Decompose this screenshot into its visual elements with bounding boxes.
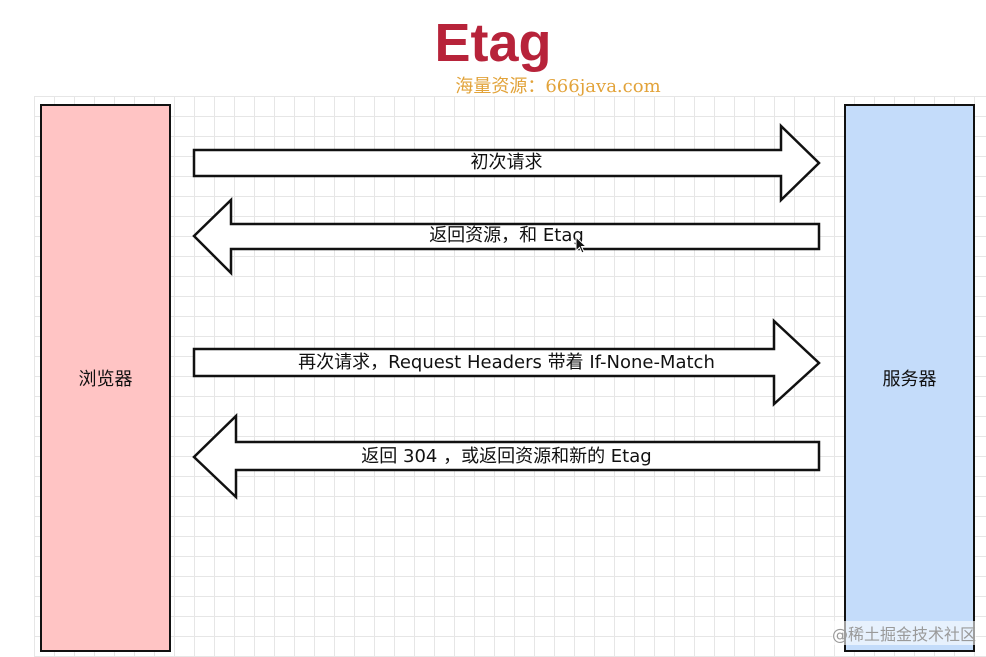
arrow-response-1: [192, 197, 821, 277]
arrow-response-2: [192, 413, 821, 500]
message-label-3: 再次请求，Request Headers 带着 If-None-Match: [298, 352, 715, 373]
arrow-request-2: [192, 318, 821, 407]
message-label-1: 初次请求: [470, 152, 543, 173]
browser-box: 浏览器: [40, 104, 171, 652]
arrow-request-1: [192, 123, 821, 203]
message-label-4: 返回 304 ，或返回资源和新的 Etag: [361, 446, 652, 467]
server-label: 服务器: [882, 369, 937, 390]
mouse-cursor-icon: [575, 236, 588, 254]
footer-credit: @稀土掘金技术社区: [831, 621, 976, 645]
message-label-2: 返回资源，和 Etag: [429, 225, 584, 246]
browser-label: 浏览器: [78, 369, 133, 390]
watermark-text: 海量资源：666java.com: [455, 76, 661, 97]
diagram-title: Etag: [434, 13, 552, 73]
server-box: 服务器: [844, 104, 975, 652]
